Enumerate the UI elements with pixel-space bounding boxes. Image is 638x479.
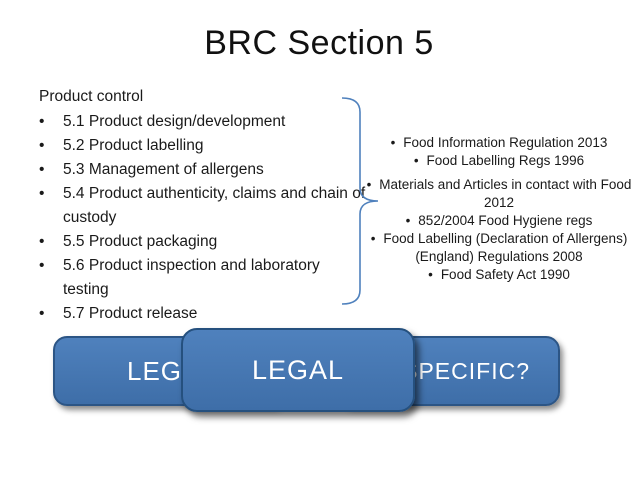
bullet-icon: • bbox=[390, 135, 396, 150]
list-item: •852/2004 Food Hygiene regs bbox=[405, 213, 593, 228]
list-item: •Food Labelling (Declaration of Allergen… bbox=[370, 231, 628, 264]
bullet-icon: • bbox=[366, 177, 372, 192]
bullet-icon: • bbox=[413, 153, 419, 168]
button-label: LEGAL bbox=[251, 354, 345, 385]
list-item: 5.5 Product packaging bbox=[39, 230, 369, 254]
list-item: 5.4 Product authenticity, claims and cha… bbox=[39, 182, 369, 230]
list-item: •Food Labelling Regs 1996 bbox=[413, 153, 585, 168]
list-item: 5.3 Management of allergens bbox=[39, 158, 369, 182]
product-control-section: Product control 5.1 Product design/devel… bbox=[39, 85, 369, 326]
product-control-list: 5.1 Product design/development 5.2 Produ… bbox=[39, 110, 369, 326]
slide-title: BRC Section 5 bbox=[204, 24, 434, 62]
legislation-list: •Food Information Regulation 2013 •Food … bbox=[360, 134, 638, 284]
list-item: •Food Information Regulation 2013 bbox=[390, 135, 608, 150]
bullet-icon: • bbox=[428, 267, 433, 282]
list-item: 5.6 Product inspection and laboratory te… bbox=[39, 254, 369, 302]
legislation-section: •Food Information Regulation 2013 •Food … bbox=[360, 134, 638, 284]
list-item: •Food Safety Act 1990 bbox=[428, 267, 570, 282]
section-heading: Product control bbox=[39, 88, 144, 105]
curly-brace-icon bbox=[341, 97, 379, 305]
list-item: 5.2 Product labelling bbox=[39, 134, 369, 158]
bullet-icon: • bbox=[370, 231, 376, 246]
list-item: 5.1 Product design/development bbox=[39, 110, 369, 134]
list-item: •Materials and Articles in contact with … bbox=[366, 177, 632, 210]
legal-button[interactable]: LEGAL bbox=[181, 328, 415, 412]
bullet-icon: • bbox=[405, 213, 411, 228]
list-item: 5.7 Product release bbox=[39, 302, 369, 326]
